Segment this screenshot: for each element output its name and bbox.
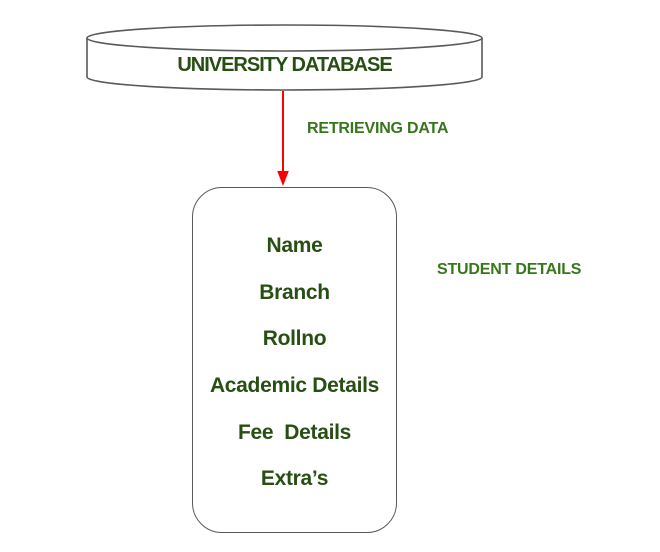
retrieving-arrow [277, 91, 289, 186]
arrow-label: RETRIEVING DATA [307, 120, 449, 137]
field-item: Name [266, 234, 323, 257]
database-cylinder-shape [86, 24, 483, 91]
field-item: Fee Details [237, 421, 352, 444]
field-item: Rollno [262, 327, 327, 350]
field-item: Academic Details [209, 374, 380, 397]
student-details-box: Name Branch Rollno Academic Details Fee … [192, 187, 397, 533]
field-item: Extra’s [260, 467, 329, 490]
database-label: UNIVERSITY DATABASE [177, 54, 392, 76]
field-item: Branch [259, 281, 330, 304]
arrow-head [277, 171, 289, 186]
student-details-label: STUDENT DETAILS [437, 261, 582, 278]
